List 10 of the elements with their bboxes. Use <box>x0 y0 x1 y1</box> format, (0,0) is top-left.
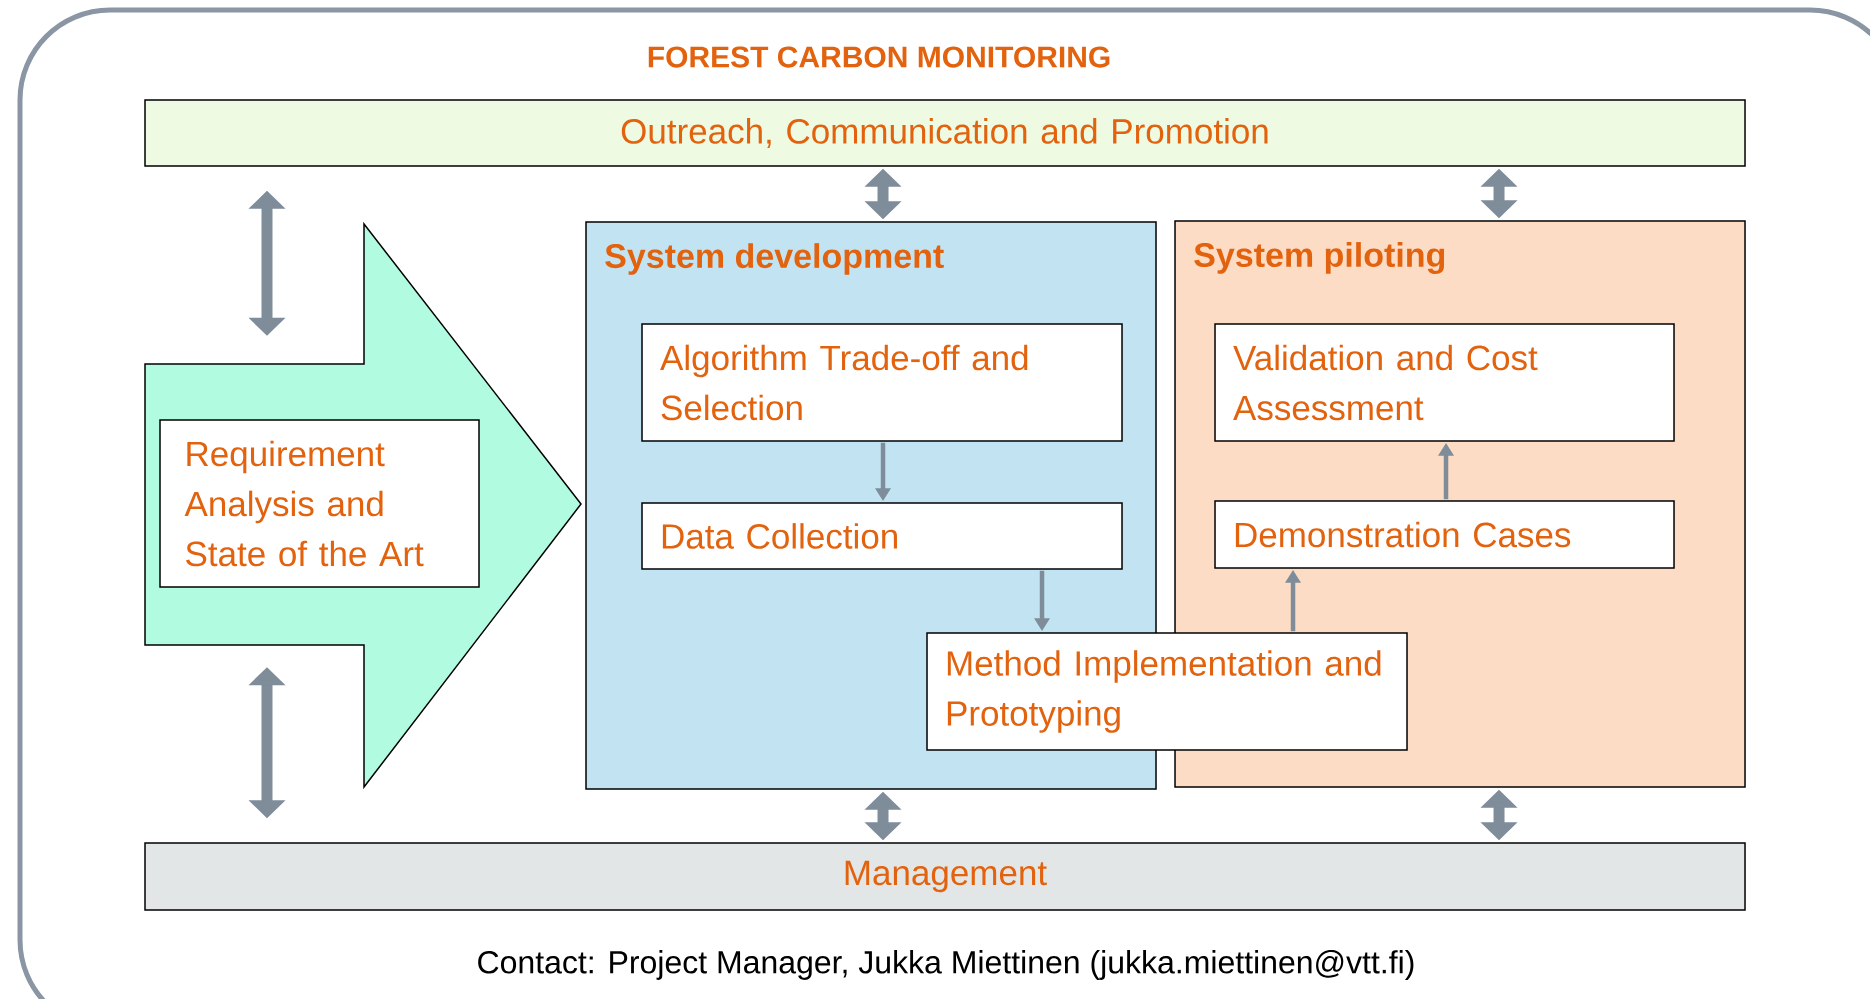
banner-box: Management <box>144 842 1746 911</box>
process-box: Demonstration Cases <box>1214 500 1675 569</box>
process-box: Algorithm Trade-off and Selection <box>641 323 1123 442</box>
contact-note: Contact: Project Manager, Jukka Miettinen (jukka.miettinen@vtt.fi) <box>478 950 1414 980</box>
process-box: Requirement Analysis and State of the Art <box>159 419 480 588</box>
title: FOREST CARBON MONITORING <box>648 46 1110 68</box>
banner-box: Outreach, Communication and Promotion <box>144 99 1746 167</box>
process-box: Validation and Cost Assessment <box>1214 323 1675 442</box>
process-box: Data Collection <box>641 502 1123 570</box>
process-box: Method Implementation and Prototyping <box>926 632 1408 751</box>
